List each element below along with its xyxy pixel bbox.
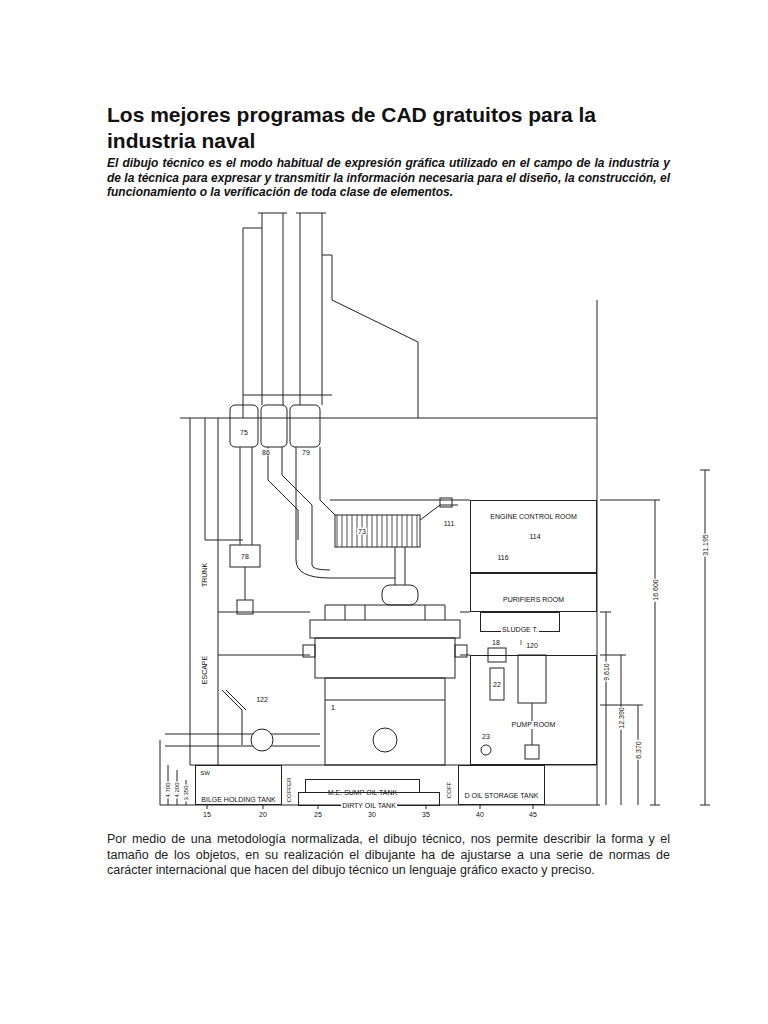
callout-number: 116 [496, 554, 509, 561]
dimension-text: 31.195 [702, 533, 709, 556]
room-box: PUMP ROOM [470, 655, 597, 765]
dimension-line [600, 612, 611, 805]
silencer [290, 405, 320, 447]
callout-number: 75 [239, 429, 249, 436]
callout-number: 114 [528, 533, 541, 540]
dimension-text: TRUNK [201, 562, 208, 588]
callout-number: 25 [313, 811, 323, 818]
exhaust-pipe [240, 447, 252, 545]
dimension-text: 16.600 [652, 578, 659, 601]
dimension-line [600, 655, 626, 805]
room-box: DIRTY OIL TANK [298, 792, 440, 806]
callout-number: 40 [475, 811, 485, 818]
equipment [490, 668, 504, 700]
dimension-text: 9.610 [603, 662, 610, 682]
callout-number: 30 [367, 811, 377, 818]
dimension-text: 12.390 [618, 706, 625, 729]
trunk-wall [190, 418, 218, 765]
callout-number: 20 [258, 811, 268, 818]
callout-number: 1 [330, 704, 336, 712]
dimension-line [700, 470, 710, 805]
callout-number: 120 [525, 642, 539, 649]
equipment [481, 745, 491, 755]
callout-number: 73 [357, 528, 367, 535]
room-label: PURIFIERS ROOM [502, 596, 565, 604]
exhaust-pipe [296, 447, 395, 578]
deck-line [330, 500, 470, 501]
room-box: PURIFIERS ROOM [470, 573, 597, 612]
tank [518, 655, 546, 703]
callout-number: 111 [443, 520, 456, 527]
escape-ladder [222, 690, 246, 745]
callout-number: I [519, 639, 523, 646]
cylinder-heads [325, 605, 445, 620]
pipe [245, 567, 246, 600]
dimension-text: COFF [446, 781, 452, 799]
callout-number: 35 [421, 811, 431, 818]
room-label: D OIL STORAGE TANK [463, 792, 539, 800]
funnel-casing [243, 228, 418, 418]
dimension-line [600, 500, 660, 805]
pump [525, 745, 539, 759]
dimension-text: 6.370 [635, 740, 642, 760]
valve [440, 498, 452, 507]
dimension-text: 4.700 [165, 781, 171, 798]
lead-paragraph: El dibujo técnico es el modo habitual de… [107, 156, 670, 200]
body-paragraph: Por medio de una metodología normalizada… [107, 832, 670, 879]
dimension-text: 4.200 [174, 781, 180, 798]
shaft [395, 547, 405, 585]
hull-line [160, 740, 600, 805]
equipment [230, 545, 260, 567]
silencer [261, 405, 287, 447]
platform [218, 612, 470, 655]
callout-number: 79 [301, 449, 311, 456]
dimension-text: 3.350 [183, 784, 189, 801]
deck-line [180, 395, 597, 418]
engine-frame [315, 638, 455, 678]
receiver [382, 585, 418, 605]
callout-number: 23 [481, 733, 491, 740]
room-label: DIRTY OIL TANK [341, 802, 397, 810]
dimension-text: COFFER [286, 777, 292, 804]
room-label: ENGINE CONTROL ROOM [489, 513, 577, 521]
pipe-cap [258, 213, 326, 214]
exhaust-pipe [312, 540, 330, 570]
room-box: D OIL STORAGE TANK [458, 765, 545, 805]
page-title: Los mejores programas de CAD gratuitos p… [107, 102, 687, 154]
callout-number: SW [199, 770, 211, 776]
pump [237, 600, 253, 614]
callout-number: 18 [491, 639, 501, 646]
dimension-text: ESCAPE [201, 655, 208, 685]
room-label: BILGE HOLDING TANK [200, 796, 276, 804]
callout-number: 122 [255, 696, 269, 703]
engine-cover [310, 620, 460, 638]
pipe [165, 734, 320, 746]
callout-number: 78 [240, 553, 250, 560]
callout-number: 45 [528, 811, 538, 818]
callout-number: 22 [492, 681, 502, 688]
engine-crankcase [325, 678, 445, 765]
exhaust-pipe [262, 213, 322, 405]
casing-line [205, 418, 243, 540]
room-box: SLUDGE T. [480, 612, 560, 632]
room-box: M.E. SUMP OIL TANK [305, 779, 420, 793]
room-label: PUMP ROOM [511, 721, 557, 729]
dimension-line [600, 705, 643, 805]
engine-line [325, 700, 445, 701]
callout-number: 15 [202, 811, 212, 818]
callout-number: 86 [261, 449, 271, 456]
exhaust-pipe [268, 447, 312, 540]
silencer [230, 405, 258, 447]
room-label: SLUDGE T. [501, 626, 539, 634]
crank [373, 728, 397, 752]
turbocharger [335, 515, 420, 547]
bilge-pump [251, 729, 273, 751]
section-lines [160, 213, 710, 809]
